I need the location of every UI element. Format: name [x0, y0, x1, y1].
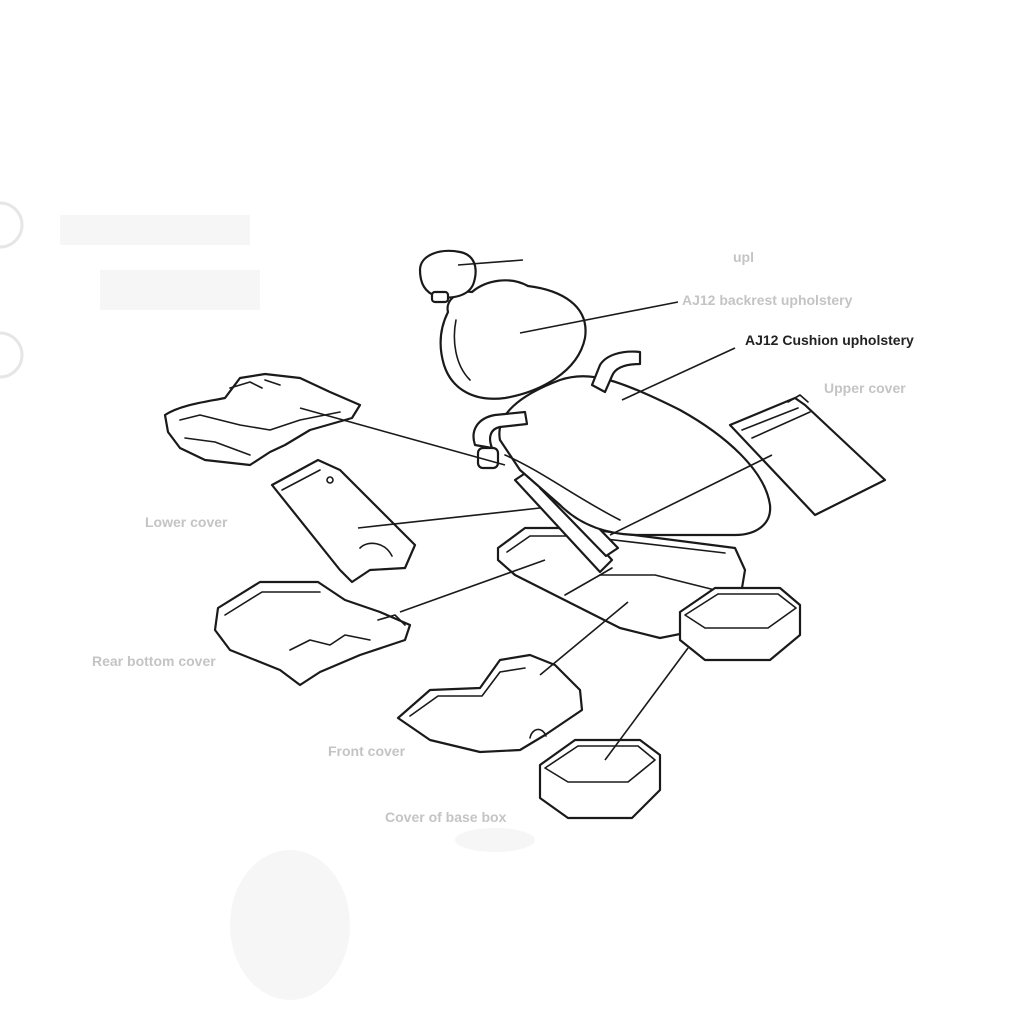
leader-cushion	[621, 347, 736, 401]
leader-lower-cover	[357, 507, 541, 529]
label-backrest-upholstery: AJ12 backrest upholstery	[682, 292, 853, 308]
leader-rear-shell	[299, 407, 506, 466]
label-headrest-upholstery: upl	[733, 249, 754, 265]
leader-backrest	[519, 301, 679, 334]
seat-cushion	[498, 375, 772, 537]
leader-base-box	[604, 647, 689, 761]
chair-assembly	[418, 249, 772, 640]
label-front-cover: Front cover	[328, 743, 406, 759]
armrest-rear	[590, 350, 642, 394]
leader-headrest	[457, 259, 524, 266]
ghost-marks	[0, 201, 535, 1000]
lower-cover-part	[270, 458, 417, 584]
rear-bottom-cover-part	[213, 580, 412, 687]
front-cover-part	[396, 653, 584, 754]
rear-shell-part	[163, 372, 362, 467]
armrest-front	[472, 410, 529, 470]
labels: upl AJ12 backrest upholstery AJ12 Cushio…	[92, 249, 914, 825]
leader-lines	[299, 259, 773, 761]
label-cushion-upholstery: AJ12 Cushion upholstery	[745, 332, 914, 348]
backrest	[439, 279, 587, 400]
label-lower-cover: Lower cover	[145, 514, 228, 530]
label-rear-bottom-cover: Rear bottom cover	[92, 653, 216, 669]
leader-upper-cover	[609, 454, 773, 536]
headrest	[418, 249, 477, 304]
leader-front-cover	[539, 601, 629, 676]
upper-cover-part	[728, 394, 887, 517]
label-upper-cover: Upper cover	[824, 380, 906, 396]
leader-rear-bottom	[399, 559, 546, 613]
label-base-box-cover: Cover of base box	[385, 809, 507, 825]
base-box-cover-part	[538, 738, 662, 820]
side-pad-part	[678, 586, 802, 662]
